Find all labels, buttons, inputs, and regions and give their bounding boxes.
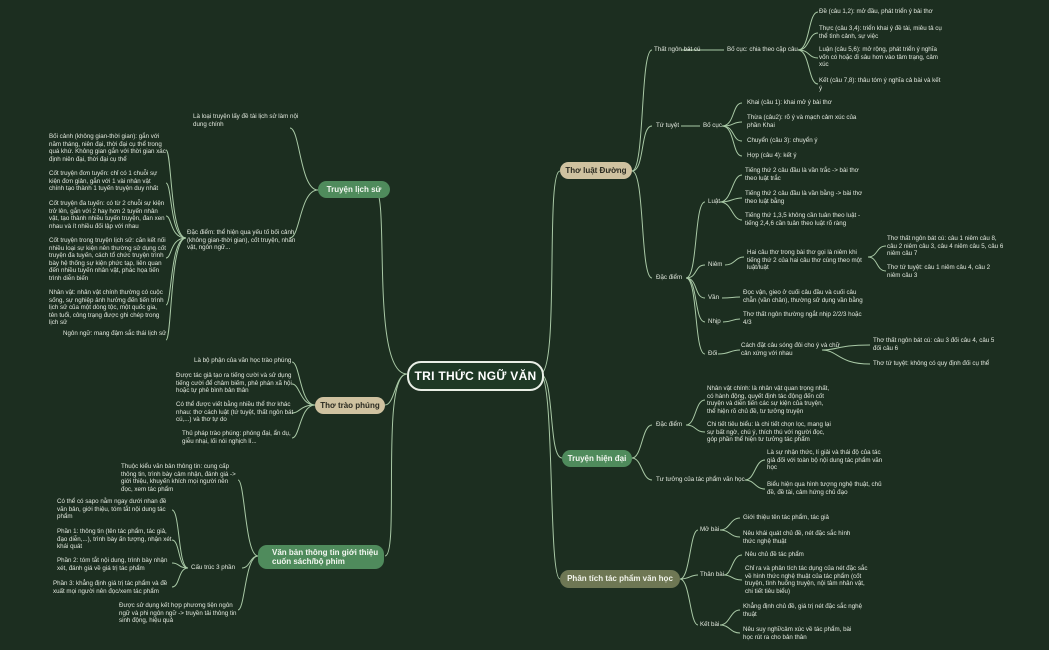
duong-chuyen[interactable]: Chuyển (câu 3): chuyển ý	[747, 137, 818, 144]
thongtin-cau-truc[interactable]: Cấu trúc 3 phần	[191, 564, 236, 571]
phantich-tb-1[interactable]: Nêu chủ đề tác phẩm	[745, 551, 804, 558]
hiendai-tu-tuong[interactable]: Tư tưởng của tác phẩm văn học	[656, 476, 745, 483]
phantich-mb-1[interactable]: Giới thiệu tên tác phẩm, tác giả	[743, 514, 829, 521]
phantich-mo-bai[interactable]: Mở bài	[700, 526, 720, 533]
duong-bo-cuc-cap-cau[interactable]: Bố cục: chia theo cặp câu	[727, 46, 798, 53]
branch-tho-luat-duong[interactable]: Thơ luật Đường	[560, 162, 632, 179]
duong-doi[interactable]: Đối	[708, 350, 718, 357]
lichsu-dac-diem[interactable]: Đặc điểm: thể hiện qua yếu tố bối cảnh (…	[187, 229, 296, 252]
duong-bo-cuc[interactable]: Bố cục	[703, 122, 722, 129]
hiendai-tu-tuong-2[interactable]: Biểu hiện qua hình tượng nghệ thuật, chủ…	[767, 481, 882, 496]
lichsu-nhan-vat[interactable]: Nhân vật: nhân vật chính thường có cuộc …	[49, 289, 164, 327]
duong-van[interactable]: Vần	[708, 294, 720, 301]
phantich-than-bai[interactable]: Thân bài	[700, 571, 725, 578]
traophung-item-3[interactable]: Có thể được viết bằng nhiều thể thơ khác…	[176, 401, 294, 424]
duong-thuc[interactable]: Thực (câu 3,4): triển khai ý đề tài, miê…	[819, 25, 942, 40]
duong-ket[interactable]: Kết (câu 7,8): thâu tóm ý nghĩa cả bài v…	[819, 77, 941, 92]
thongtin-phan-3[interactable]: Phần 3: khẳng định giá trị tác phẩm và đ…	[53, 580, 168, 595]
lichsu-definition[interactable]: Là loại truyện lấy đề tài lịch sử làm nộ…	[193, 113, 299, 128]
phantich-ket-bai[interactable]: Kết bài	[700, 621, 720, 628]
hiendai-dac-diem[interactable]: Đặc điểm	[656, 421, 683, 428]
phantich-tb-2[interactable]: Chỉ ra và phân tích tác dụng của nét đặc…	[745, 565, 868, 595]
duong-niem-tu-tuyet[interactable]: Thơ tứ tuyệt: câu 1 niêm câu 4, câu 2 ni…	[887, 264, 991, 279]
lichsu-boi-canh[interactable]: Bối cảnh (không gian-thời gian): gắn với…	[49, 133, 166, 163]
thongtin-intro[interactable]: Thuộc kiểu văn bản thông tin: cung cấp t…	[121, 463, 236, 493]
duong-hop[interactable]: Hợp (câu 4): kết ý	[747, 152, 797, 159]
duong-dac-diem[interactable]: Đặc điểm	[656, 274, 683, 281]
duong-that-ngon-bat-cu[interactable]: Thất ngôn bát cú	[654, 46, 701, 53]
duong-de[interactable]: Đề (câu 1,2): mở đầu, phát triển ý bài t…	[819, 8, 933, 15]
duong-tu-tuyet[interactable]: Tứ tuyệt	[656, 122, 680, 129]
duong-niem-bat-cu[interactable]: Thơ thất ngôn bát cú: câu 1 niêm câu 8, …	[887, 235, 1004, 258]
hiendai-tu-tuong-1[interactable]: Là sự nhận thức, lí giải và thái độ của …	[767, 449, 883, 472]
traophung-item-2[interactable]: Được tác giả tạo ra tiếng cười và sử dụn…	[176, 372, 292, 395]
lichsu-ngon-ngu[interactable]: Ngôn ngữ: mang đậm sắc thái lịch sử	[63, 330, 167, 337]
branch-truyen-hien-dai[interactable]: Truyện hiện đại	[562, 450, 632, 467]
duong-doi-def[interactable]: Cách đặt câu sóng đôi cho ý và chữ cân x…	[741, 342, 840, 357]
lichsu-cot-truyen-don-tuyen[interactable]: Cốt truyện đơn tuyến: chỉ có 1 chuỗi sự …	[49, 170, 159, 193]
duong-luat[interactable]: Luật	[708, 198, 721, 205]
duong-niem[interactable]: Niêm	[708, 261, 723, 268]
branch-phan-tich-tac-pham[interactable]: Phân tích tác phẩm văn học	[560, 570, 680, 588]
duong-niem-def[interactable]: Hai câu thơ trong bài thơ gọi là niêm kh…	[747, 249, 862, 272]
hiendai-nhan-vat-chinh[interactable]: Nhân vật chính: là nhân vật quan trọng n…	[707, 385, 830, 415]
lichsu-cot-truyen-ls[interactable]: Cốt truyện trong truyện lịch sử: căn kết…	[49, 237, 166, 282]
root-node[interactable]: TRI THỨC NGỮ VĂN	[407, 361, 544, 391]
branch-van-ban-thong-tin[interactable]: Văn bản thông tin giới thiệu cuốn sách/b…	[258, 545, 384, 569]
thongtin-phan-2[interactable]: Phần 2: tóm tắt nội dung, trình bày nhận…	[57, 557, 168, 572]
duong-luat-tieng[interactable]: Tiếng thứ 1,3,5 không cần tuân theo luật…	[745, 212, 861, 227]
duong-khai[interactable]: Khai (câu 1): khai mở ý bài thơ	[747, 99, 832, 106]
duong-doi-bat-cu[interactable]: Thơ thất ngôn bát cú: câu 3 đối câu 4, c…	[873, 337, 995, 352]
hiendai-chi-tiet-tieu-bieu[interactable]: Chi tiết tiêu biểu: là chi tiết chọn lọc…	[707, 421, 831, 444]
traophung-item-4[interactable]: Thủ pháp trào phúng: phóng đại, ẩn dụ, g…	[182, 430, 291, 445]
duong-nhip-def[interactable]: Thơ thất ngôn thường ngắt nhịp 2/2/3 hoặ…	[743, 311, 862, 326]
duong-van-def[interactable]: Đọc vận, gieo ở cuối câu đầu và cuối câu…	[743, 289, 863, 304]
branch-tho-trao-phung[interactable]: Thơ trào phúng	[315, 397, 385, 414]
thongtin-phan-1[interactable]: Phần 1: thông tin (tên tác phẩm, tác giả…	[57, 528, 172, 551]
phantich-kb-1[interactable]: Khẳng định chủ đề, giá trị nét đặc sắc n…	[743, 603, 863, 618]
duong-luan[interactable]: Luận (câu 5,6): mở rộng, phát triển ý ng…	[819, 46, 938, 69]
duong-nhip[interactable]: Nhịp	[708, 318, 721, 325]
traophung-item-1[interactable]: Là bộ phận của văn học trào phúng	[194, 357, 292, 364]
branch-truyen-lich-su[interactable]: Truyện lịch sử	[318, 181, 390, 198]
lichsu-cot-truyen-da-tuyen[interactable]: Cốt truyện đa tuyến: có từ 2 chuỗi sự ki…	[49, 200, 165, 230]
thongtin-phuong-tien[interactable]: Được sử dụng kết hợp phương tiện ngôn ng…	[119, 602, 237, 625]
duong-luat-trac[interactable]: Tiếng thứ 2 câu đầu là vần trắc -> bài t…	[745, 167, 859, 182]
duong-doi-tu-tuyet[interactable]: Thơ tứ tuyệt: không có quy định đối cụ t…	[873, 360, 990, 367]
duong-thua[interactable]: Thừa (câu2): rõ ý và mạch cảm xúc của ph…	[747, 114, 857, 129]
phantich-mb-2[interactable]: Nêu khái quát chủ đề, nét đặc sắc hình t…	[743, 530, 851, 545]
thongtin-sapo[interactable]: Có thể có sapo nằm ngay dưới nhan đề văn…	[57, 498, 167, 521]
duong-luat-bang[interactable]: Tiếng thứ 2 câu đầu là vần bằng -> bài t…	[745, 190, 863, 205]
phantich-kb-2[interactable]: Nêu suy nghĩ/cảm xúc về tác phẩm, bài họ…	[743, 626, 852, 641]
